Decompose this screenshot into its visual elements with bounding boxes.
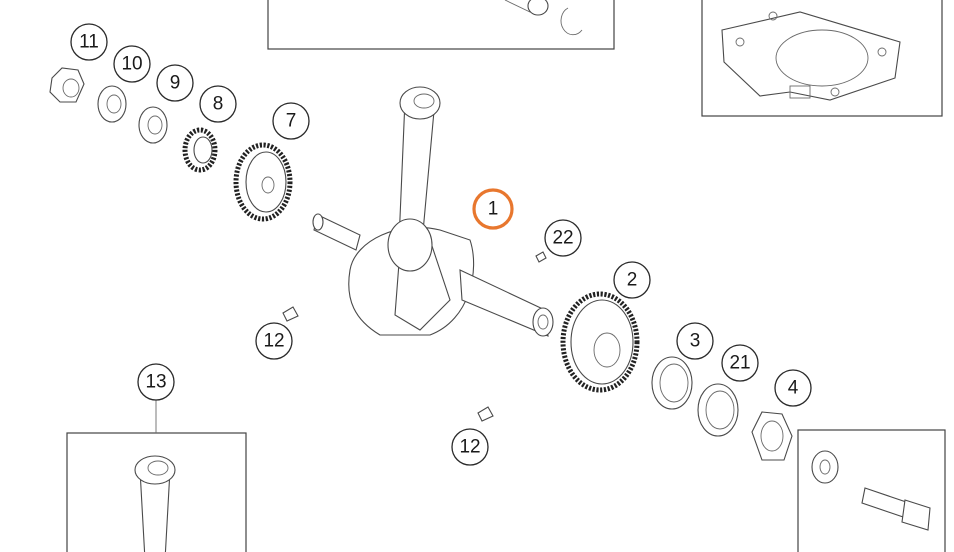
callout-11-label: 11 (79, 32, 99, 53)
callout-4-label: 4 (788, 378, 799, 399)
callout-2[interactable]: 2 (613, 261, 651, 299)
callout-9-label: 9 (170, 73, 181, 94)
part-12-woodruff-key-lower (477, 406, 494, 422)
part-9-washer (138, 106, 168, 144)
part-8-small-gear (182, 127, 218, 173)
callout-10-label: 10 (121, 54, 142, 75)
callout-22[interactable]: 22 (544, 219, 582, 257)
part-3-washer (651, 356, 693, 410)
callout-10[interactable]: 10 (113, 45, 151, 83)
callout-22-label: 22 (552, 228, 573, 249)
inset-conrod-box (66, 400, 247, 552)
callout-3-label: 3 (690, 331, 701, 352)
callout-21-label: 21 (729, 353, 750, 374)
inset-bolt-box (797, 429, 946, 552)
callout-12-upper[interactable]: 12 (255, 322, 293, 360)
part-22-key (535, 251, 547, 263)
part-2-gear (560, 291, 640, 393)
callout-21[interactable]: 21 (721, 344, 759, 382)
callout-2-label: 2 (627, 270, 638, 291)
callout-4[interactable]: 4 (774, 369, 812, 407)
part-10-washer (97, 85, 127, 123)
callout-11[interactable]: 11 (70, 23, 108, 61)
callout-1[interactable]: 1 (472, 188, 514, 230)
inset-piston-pin-box (267, 0, 615, 50)
part-21-washer (697, 383, 739, 437)
callout-8-label: 8 (213, 94, 224, 115)
part-7-gear (233, 142, 293, 222)
callout-7[interactable]: 7 (272, 102, 310, 140)
part-1-crankshaft-conrod (312, 86, 554, 337)
inset-gasket-box (701, 0, 943, 117)
part-4-nut (751, 411, 793, 461)
callout-12-lower-label: 12 (459, 437, 480, 458)
part-11-nut (49, 67, 85, 103)
callout-12-lower[interactable]: 12 (451, 428, 489, 466)
callout-13[interactable]: 13 (137, 363, 175, 401)
callout-13-label: 13 (145, 372, 166, 393)
callout-8[interactable]: 8 (199, 85, 237, 123)
callout-12-upper-label: 12 (263, 331, 284, 352)
callout-9[interactable]: 9 (156, 64, 194, 102)
callout-7-label: 7 (286, 111, 297, 132)
part-12-woodruff-key-upper (282, 306, 299, 322)
callout-1-label: 1 (488, 199, 499, 220)
callout-3[interactable]: 3 (676, 322, 714, 360)
